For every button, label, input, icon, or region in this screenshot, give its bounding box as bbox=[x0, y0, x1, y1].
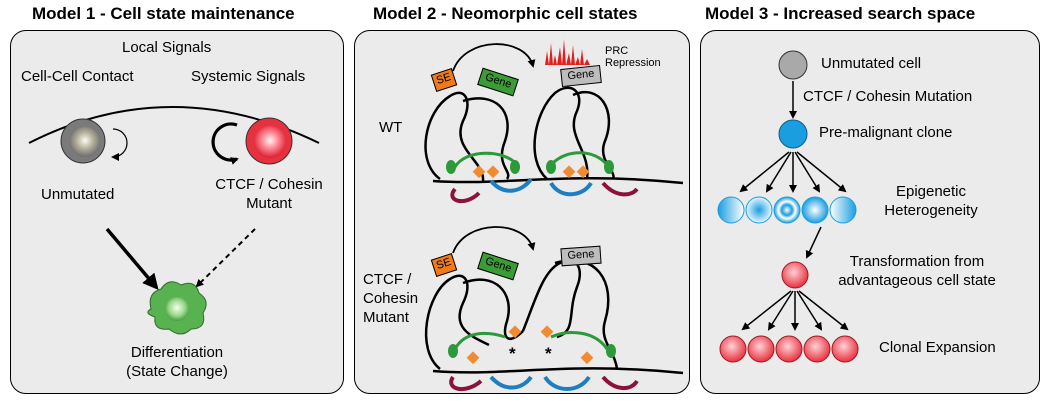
epigenetic-line2: Heterogeneity bbox=[884, 201, 978, 219]
self-arrow-mutant bbox=[211, 122, 239, 165]
clonal-cell bbox=[831, 335, 859, 363]
clonal-cell bbox=[747, 335, 775, 363]
clonal-cell bbox=[803, 335, 831, 363]
asterisk-right: * bbox=[545, 344, 552, 363]
systemic-signals-label: Systemic Signals bbox=[191, 68, 306, 85]
model3-panel: Unmutated cell CTCF / Cohesin Mutation P… bbox=[700, 30, 1040, 394]
model2-title: Model 2 - Neomorphic cell states bbox=[373, 4, 638, 23]
unmutated-cell bbox=[778, 50, 808, 80]
local-signals-label: Local Signals bbox=[122, 39, 212, 56]
clonal-expansion-label: Clonal Expansion bbox=[879, 339, 996, 356]
wt-activation-arrow bbox=[452, 43, 536, 72]
dashed-arrow bbox=[195, 228, 256, 288]
epigenetic-cell bbox=[745, 196, 773, 224]
mutant-label: CTCF / Cohesin Mutant bbox=[363, 271, 418, 327]
mutant-line3: Mutant bbox=[363, 308, 409, 326]
model3-diagram bbox=[717, 50, 859, 363]
mutant-label: CTCF / Cohesin Mutant bbox=[199, 176, 339, 214]
model2-panel: PRC Repression SE Gene Gene WT SE Gene G… bbox=[354, 30, 690, 394]
cell-cell-contact-label: Cell-Cell Contact bbox=[21, 68, 134, 85]
model1-diagram bbox=[28, 106, 320, 335]
premalignant-label: Pre-malignant clone bbox=[819, 124, 953, 141]
selection-arrow bbox=[805, 226, 822, 259]
differentiation-line2: (State Change) bbox=[126, 362, 228, 380]
mutant-chromatin bbox=[424, 226, 684, 392]
transformed-cell bbox=[781, 261, 809, 289]
prc-line1: PRC bbox=[605, 45, 629, 57]
mutation-label: CTCF / Cohesin Mutation bbox=[803, 88, 973, 105]
solid-arrow bbox=[105, 227, 159, 291]
epigenetic-cell bbox=[801, 196, 829, 224]
unmutated-cell-label: Unmutated cell bbox=[821, 55, 922, 72]
mutant-line2: Cohesin bbox=[363, 289, 419, 307]
prc-repression-peaks bbox=[545, 39, 590, 65]
transformation-line2: advantageous cell state bbox=[838, 271, 996, 289]
transformation-line1: Transformation from bbox=[849, 253, 985, 270]
model3-title: Model 3 - Increased search space bbox=[705, 4, 976, 23]
clonal-cell bbox=[775, 335, 803, 363]
mutant-label-line2: Mutant bbox=[246, 194, 292, 212]
epigenetic-label: Epigenetic Heterogeneity bbox=[871, 183, 991, 221]
prc-line2: Repression bbox=[605, 57, 661, 70]
clonal-cell bbox=[719, 335, 747, 363]
epigenetic-cell bbox=[773, 196, 801, 224]
transformation-label: Transformation from advantageous cell st… bbox=[817, 253, 1017, 291]
self-arrow-unmutated bbox=[111, 128, 128, 161]
asterisk-left: * bbox=[509, 344, 516, 363]
model2-diagram bbox=[424, 39, 684, 392]
premalignant-cell bbox=[778, 119, 808, 149]
mutant-label-line1: CTCF / Cohesin bbox=[215, 176, 323, 193]
mutant-line1: CTCF / bbox=[363, 271, 412, 288]
mutant-activation-arrow bbox=[452, 226, 536, 254]
epigenetic-cell bbox=[829, 196, 857, 224]
epigenetic-cell bbox=[717, 196, 745, 224]
differentiation-label: Differentiation (State Change) bbox=[107, 344, 247, 382]
prc-label: PRC Repression bbox=[605, 45, 661, 69]
model1-title: Model 1 - Cell state maintenance bbox=[32, 4, 295, 23]
wt-label: WT bbox=[379, 119, 403, 136]
mutant-gene-gray-box: Gene bbox=[560, 245, 602, 267]
epigenetic-line1: Epigenetic bbox=[895, 183, 967, 200]
wt-chromatin bbox=[424, 43, 684, 204]
wt-dna-right bbox=[533, 86, 589, 180]
differentiation-line1: Differentiation bbox=[130, 344, 224, 361]
unmutated-label: Unmutated bbox=[41, 186, 115, 203]
model1-panel: Local Signals Cell-Cell Contact Systemic… bbox=[10, 30, 344, 394]
